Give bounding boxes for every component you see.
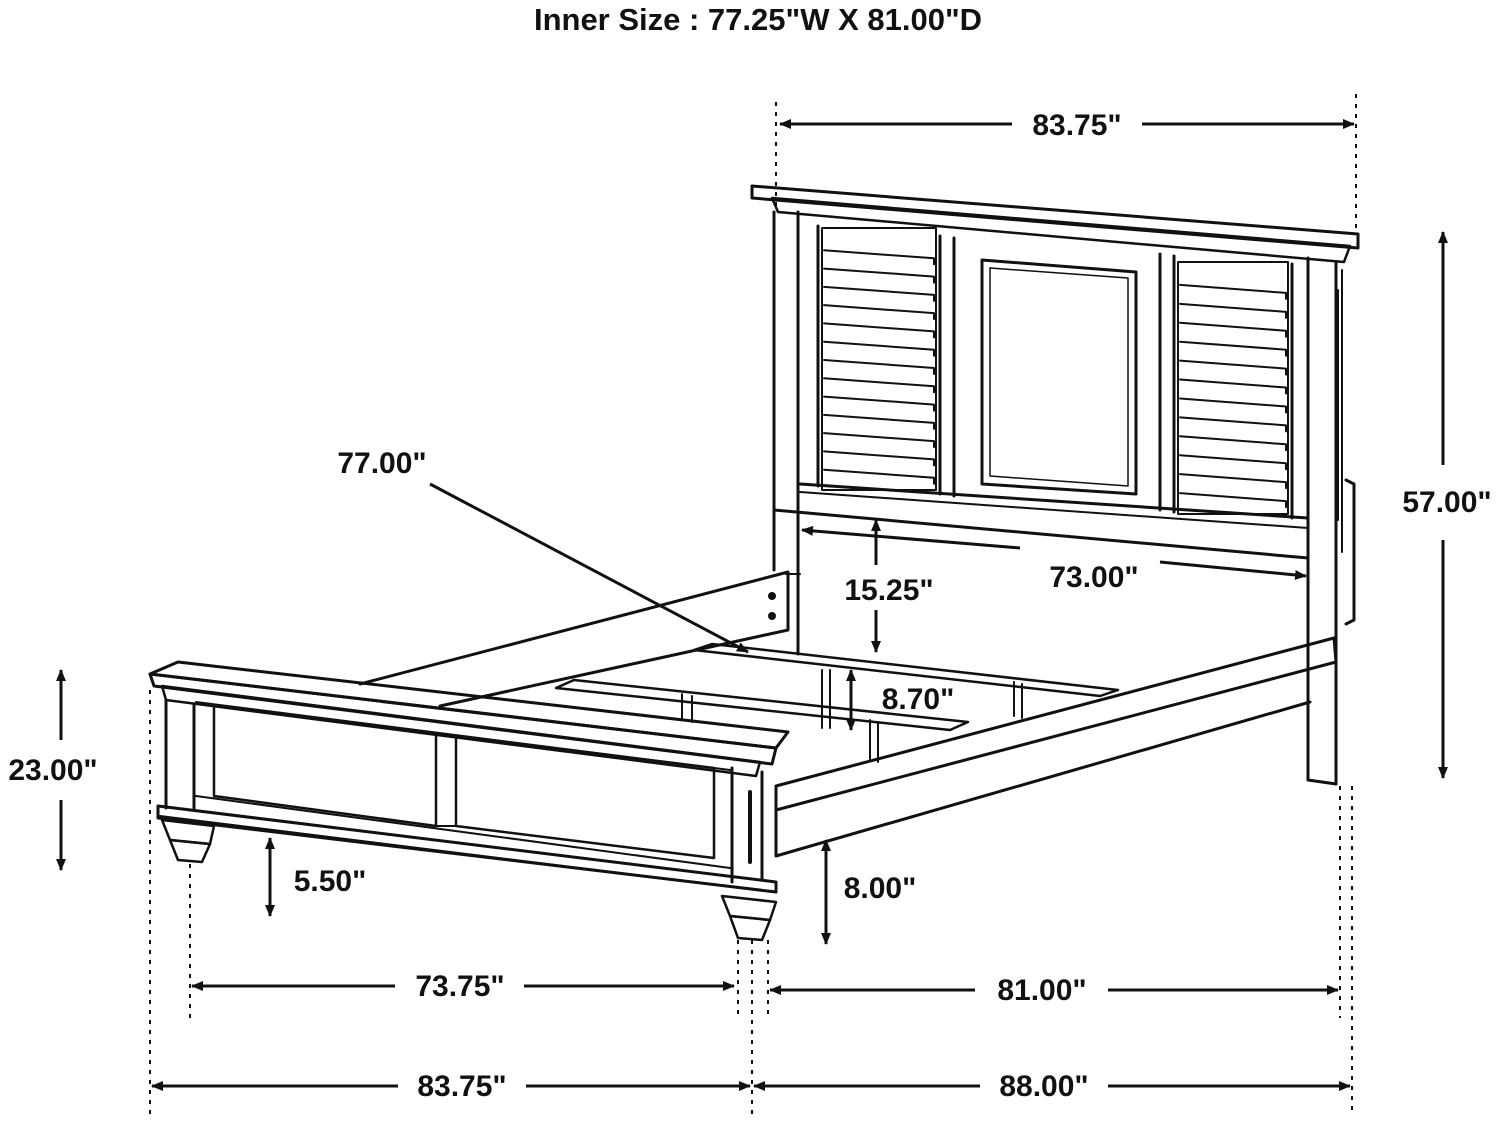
louver-slat xyxy=(1179,302,1287,319)
bed-frame xyxy=(358,570,1338,858)
louver-slat xyxy=(1179,473,1287,490)
louver-slat xyxy=(823,450,935,467)
louver-slat xyxy=(823,249,935,266)
louver-slat xyxy=(823,468,935,485)
dim-headboard-height: 57.00" xyxy=(1402,486,1491,519)
louver-slat xyxy=(1179,435,1287,452)
louver-slat xyxy=(1179,359,1287,376)
dimension-arrows xyxy=(56,119,1448,1091)
headboard xyxy=(750,184,1360,786)
dim-headboard-clearance: 15.25" xyxy=(844,574,933,607)
louver-slat xyxy=(823,340,935,357)
dim-headboard-inner-width: 73.00" xyxy=(1049,561,1138,594)
dim-overall-width: 83.75" xyxy=(417,1070,506,1103)
louver-slat xyxy=(823,432,935,449)
louver-slat xyxy=(1179,340,1287,357)
dim-headboard-width: 83.75" xyxy=(1032,109,1121,142)
louver-slat xyxy=(823,413,935,430)
diagram-title: Inner Size : 77.25"W X 81.00"D xyxy=(534,2,982,37)
louver-slat xyxy=(823,395,935,412)
extension-lines xyxy=(149,94,1357,1116)
dim-footboard-height: 23.00" xyxy=(8,754,97,787)
louver-slat xyxy=(823,377,935,394)
headboard-louvers xyxy=(823,249,1287,509)
louver-slat xyxy=(1179,454,1287,471)
dim-overall-length: 88.00" xyxy=(999,1070,1088,1103)
dim-inner-length: 81.00" xyxy=(997,974,1086,1007)
louver-slat xyxy=(1179,283,1287,300)
louver-slat xyxy=(1179,378,1287,395)
louver-slat xyxy=(1179,492,1287,509)
dim-footboard-clearance: 5.50" xyxy=(294,865,367,898)
footboard xyxy=(148,660,790,942)
louver-slat xyxy=(1179,321,1287,338)
dim-slat-length: 77.00" xyxy=(337,447,426,480)
louver-slat xyxy=(823,322,935,339)
louver-slat xyxy=(823,359,935,375)
louver-slat xyxy=(1179,397,1287,414)
louver-slat xyxy=(823,267,935,284)
dim-footboard-inner-width: 73.75" xyxy=(415,970,504,1003)
dim-rail-clearance: 8.00" xyxy=(844,872,917,905)
dim-rail-height: 8.70" xyxy=(882,683,955,716)
louver-slat xyxy=(823,285,935,302)
louver-slat xyxy=(1179,416,1287,433)
louver-slat xyxy=(823,304,935,321)
